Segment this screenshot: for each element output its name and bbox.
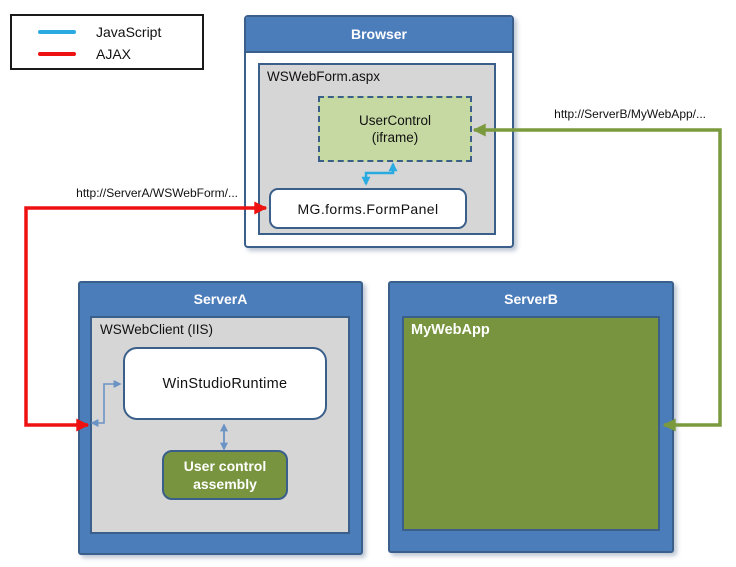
server-b-box: ServerB MyWebApp: [388, 281, 674, 553]
ajax-line-sample: [38, 52, 76, 56]
mywebapp-box: MyWebApp: [402, 316, 660, 531]
legend-label: JavaScript: [96, 24, 162, 40]
javascript-line-sample: [38, 30, 76, 34]
formpanel-box: MG.forms.FormPanel: [269, 188, 467, 229]
wswebclient-box: WSWebClient (IIS) WinStudioRuntime User …: [90, 316, 350, 534]
server-a-title: ServerA: [193, 291, 248, 307]
url-label-server-a: http://ServerA/WSWebForm/...: [76, 186, 238, 200]
assembly-label-line1: User control: [183, 458, 267, 474]
mywebapp-label: MyWebApp: [411, 322, 490, 338]
browser-box: Browser WSWebForm.aspx UserControl (ifra…: [244, 15, 514, 248]
server-b-title: ServerB: [504, 291, 558, 307]
winstudioruntime-box: WinStudioRuntime: [123, 347, 327, 420]
wswebform-label: WSWebForm.aspx: [267, 69, 381, 84]
wswebform-box: WSWebForm.aspx UserControl (iframe) MG.f…: [258, 63, 496, 235]
wswebclient-label: WSWebClient (IIS): [100, 322, 214, 337]
usercontrol-iframe-box: UserControl (iframe): [318, 96, 472, 162]
url-label-server-b: http://ServerB/MyWebApp/...: [554, 107, 706, 121]
usercontrol-assembly-box: User control assembly: [162, 450, 288, 500]
legend-item-javascript: JavaScript: [12, 21, 202, 43]
usercontrol-label-line2: (iframe): [371, 130, 419, 145]
legend-item-ajax: AJAX: [12, 43, 202, 65]
usercontrol-label-line1: UserControl: [358, 113, 432, 128]
server-a-box: ServerA WSWebClient (IIS) WinStudioRunti…: [78, 281, 363, 555]
assembly-label-line2: assembly: [193, 476, 257, 492]
legend: JavaScript AJAX: [10, 14, 204, 70]
browser-title: Browser: [246, 17, 512, 53]
legend-label: AJAX: [96, 46, 132, 62]
